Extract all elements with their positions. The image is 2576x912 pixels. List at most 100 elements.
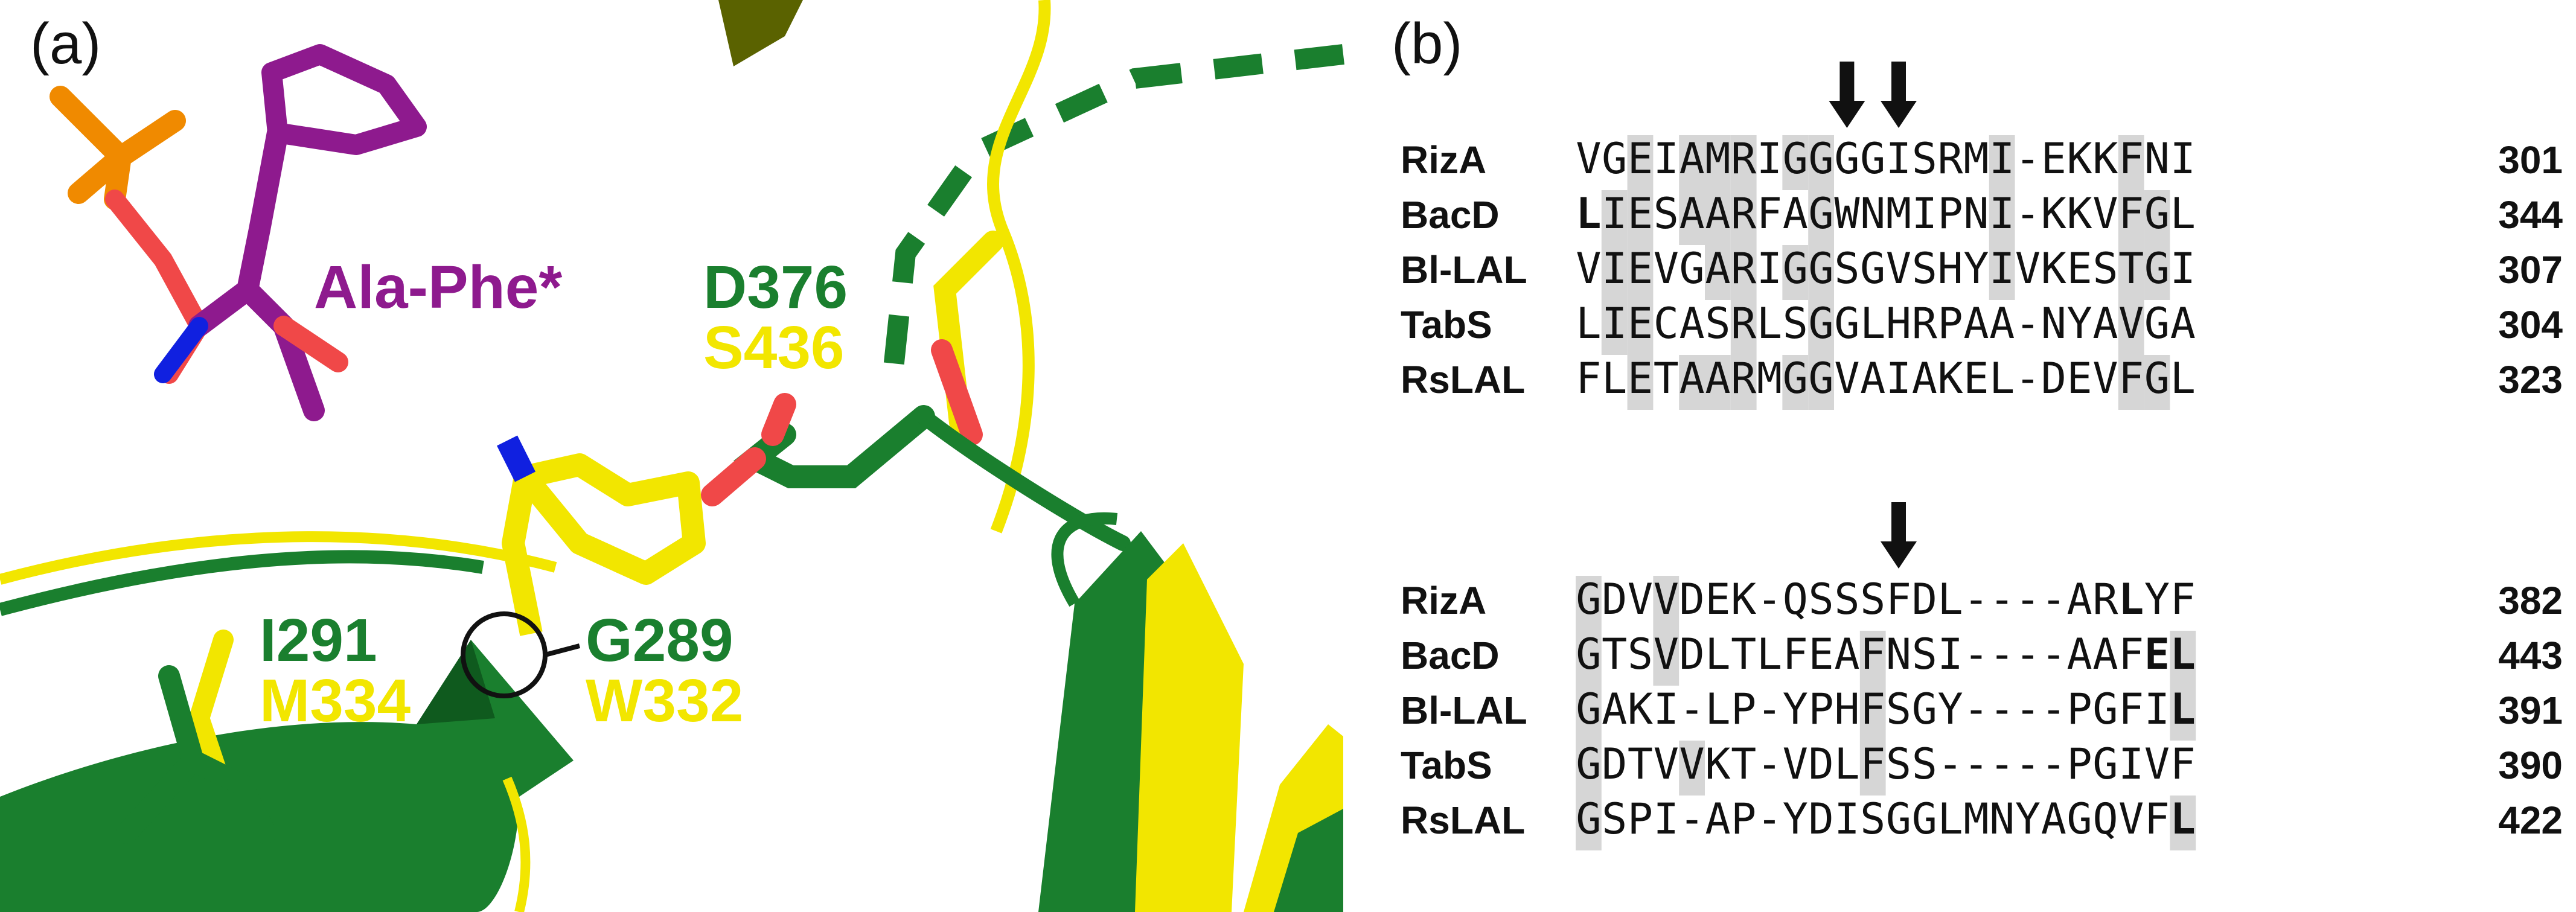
green-coil <box>0 550 484 616</box>
conserved-shade <box>2170 631 2196 686</box>
sequence-end-position: 301 <box>2498 138 2563 182</box>
sequence-residues: GDTVVKT-VDLFSS-----PGIVF <box>1576 739 2196 789</box>
sequence-residues: FLETAARMGGVAIAKEL-DEVFGL <box>1576 354 2196 403</box>
panel-b-label: (b) <box>1392 11 1462 76</box>
conserved-shade <box>1705 355 1731 410</box>
sequence-residues: LIESAARFAGWNMIPNI-KKVFGL <box>1576 189 2196 238</box>
beta-sheets <box>1038 512 1343 912</box>
panel-a-label: (a) <box>30 11 101 76</box>
conserved-shade <box>1679 190 1705 245</box>
conserved-shade <box>1576 686 1602 741</box>
i291-m334-sticks <box>116 630 276 844</box>
ligand-ala-phe <box>50 44 427 421</box>
sequence-end-position: 443 <box>2498 634 2563 677</box>
conserved-shade <box>1782 355 1809 410</box>
conserved-shade <box>1808 355 1834 410</box>
sequence-residues: GDVVDEK-QSSSFDL----ARLYF <box>1576 575 2196 624</box>
conserved-shade <box>1808 245 1834 300</box>
sequence-end-position: 307 <box>2498 248 2563 292</box>
conserved-shade <box>1679 355 1705 410</box>
conserved-shade <box>1705 135 1731 190</box>
conserved-shade <box>1601 190 1628 245</box>
sequence-residues: LIECASRLSGGLHRPAA-NYAVGA <box>1576 299 2196 348</box>
w332-label: W332 <box>586 667 743 735</box>
sequence-residues: GSPI-AP-YDISGGLMNYAGQVFL <box>1576 794 2196 844</box>
w332-sidechain <box>497 435 706 636</box>
conserved-shade <box>1859 741 1886 796</box>
conserved-shade <box>1730 135 1757 190</box>
conserved-shade <box>1627 300 1654 355</box>
conserved-shade <box>1601 300 1628 355</box>
yellow-loop <box>987 0 1051 534</box>
sequence-residues: GAKI-LP-YPHFSGY----PGFIL <box>1576 684 2196 734</box>
sequence-end-position: 382 <box>2498 579 2563 622</box>
sequence-name: BacD <box>1401 634 1500 677</box>
conserved-shade <box>1653 631 1680 686</box>
conserved-shade <box>1859 631 1886 686</box>
sequence-residues: VGEIAMRIGGGGISRMI-EKKFNI <box>1576 134 2196 183</box>
sequence-name: RsLAL <box>1401 358 1525 401</box>
conserved-shade <box>1989 190 2015 245</box>
sequence-end-position: 391 <box>2498 689 2563 732</box>
conserved-shade <box>2118 355 2144 410</box>
conserved-shade <box>1705 190 1731 245</box>
arrow-marker-icon <box>1881 502 1917 569</box>
g289-label: G289 <box>586 607 733 674</box>
i291-label: I291 <box>260 607 377 674</box>
sequence-end-position: 422 <box>2498 799 2563 842</box>
conserved-shade <box>1782 245 1809 300</box>
conserved-shade <box>1730 355 1757 410</box>
conserved-shade <box>2170 796 2196 850</box>
conserved-shade <box>1653 576 1680 631</box>
conserved-shade <box>2144 245 2170 300</box>
sequence-name: RsLAL <box>1401 799 1525 842</box>
sequence-name: Bl-LAL <box>1401 248 1527 292</box>
s436-label: S436 <box>703 314 845 381</box>
conserved-shade <box>1859 686 1886 741</box>
g289-leader-line <box>544 643 581 657</box>
conserved-shade <box>1808 135 1834 190</box>
sequence-residues: VIEVGARIGGSGVSHYIVKESTGI <box>1576 244 2196 293</box>
sequence-name: RizA <box>1401 138 1486 182</box>
sequence-name: TabS <box>1401 303 1492 346</box>
sequence-end-position: 323 <box>2498 358 2563 401</box>
arrow-marker-icon <box>1829 62 1865 128</box>
sequence-end-position: 344 <box>2498 193 2563 237</box>
sequence-end-position: 390 <box>2498 744 2563 787</box>
conserved-shade <box>1808 300 1834 355</box>
yellow-coil <box>0 531 557 585</box>
conserved-shade <box>2118 190 2144 245</box>
conserved-shade <box>1576 796 1602 850</box>
conserved-shade <box>2144 190 2170 245</box>
strand-dark <box>718 0 803 66</box>
conserved-shade <box>2118 135 2144 190</box>
conserved-shade <box>1576 741 1602 796</box>
d376-sidechain <box>701 393 1131 551</box>
conserved-shade <box>1679 741 1705 796</box>
conserved-shade <box>1627 245 1654 300</box>
m334-label: M334 <box>260 667 411 735</box>
sequence-name: Bl-LAL <box>1401 689 1527 732</box>
conserved-shade <box>1705 245 1731 300</box>
panel-a: (a) Ala-Phe* D376 S436 I291 M334 G289 W3… <box>0 0 1344 912</box>
ligand-label: Ala-Phe* <box>314 254 562 321</box>
conserved-shade <box>1808 190 1834 245</box>
conserved-shade <box>1782 135 1809 190</box>
conserved-shade <box>1730 190 1757 245</box>
conserved-shade <box>1730 300 1757 355</box>
sequence-residues: GTSVDLTLFEAFNSI----AAFEL <box>1576 630 2196 679</box>
conserved-shade <box>1627 355 1654 410</box>
conserved-shade <box>2118 245 2144 300</box>
conserved-shade <box>1627 135 1654 190</box>
conserved-shade <box>2170 686 2196 741</box>
sequence-name: BacD <box>1401 193 1500 237</box>
arrow-marker-icon <box>1881 62 1917 128</box>
d376-label: D376 <box>703 254 848 321</box>
sequence-name: TabS <box>1401 744 1492 787</box>
conserved-shade <box>1601 245 1628 300</box>
